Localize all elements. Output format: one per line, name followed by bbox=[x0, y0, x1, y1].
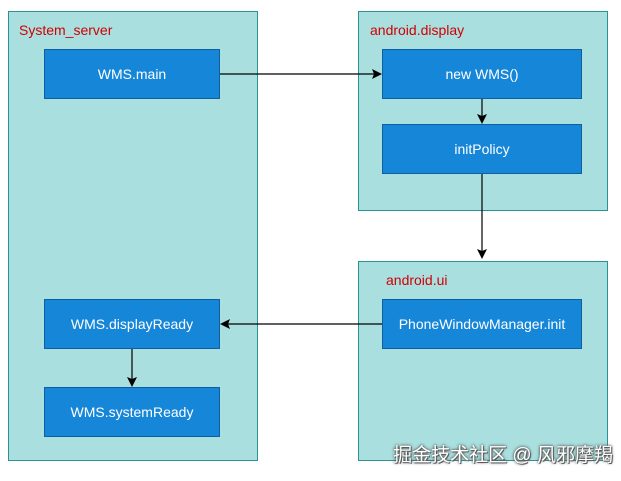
wms-main-node: WMS.main bbox=[44, 49, 220, 99]
watermark-text: 掘金技术社区 @ 风邪摩羯 bbox=[393, 445, 613, 466]
phone-window-manager-init-node: PhoneWindowManager.init bbox=[382, 299, 582, 349]
android-display-panel bbox=[358, 11, 608, 211]
init-policy-node: initPolicy bbox=[382, 124, 582, 174]
android-display-title: android.display bbox=[370, 22, 465, 38]
wms-display-ready-node: WMS.displayReady bbox=[44, 299, 220, 349]
system-server-title: System_server bbox=[19, 22, 113, 38]
new-wms-node: new WMS() bbox=[382, 49, 582, 99]
android-ui-panel bbox=[358, 261, 608, 461]
android-ui-title: android.ui bbox=[386, 272, 448, 288]
wms-system-ready-node: WMS.systemReady bbox=[44, 387, 220, 437]
arrowhead-phone-window-manager bbox=[477, 249, 487, 259]
